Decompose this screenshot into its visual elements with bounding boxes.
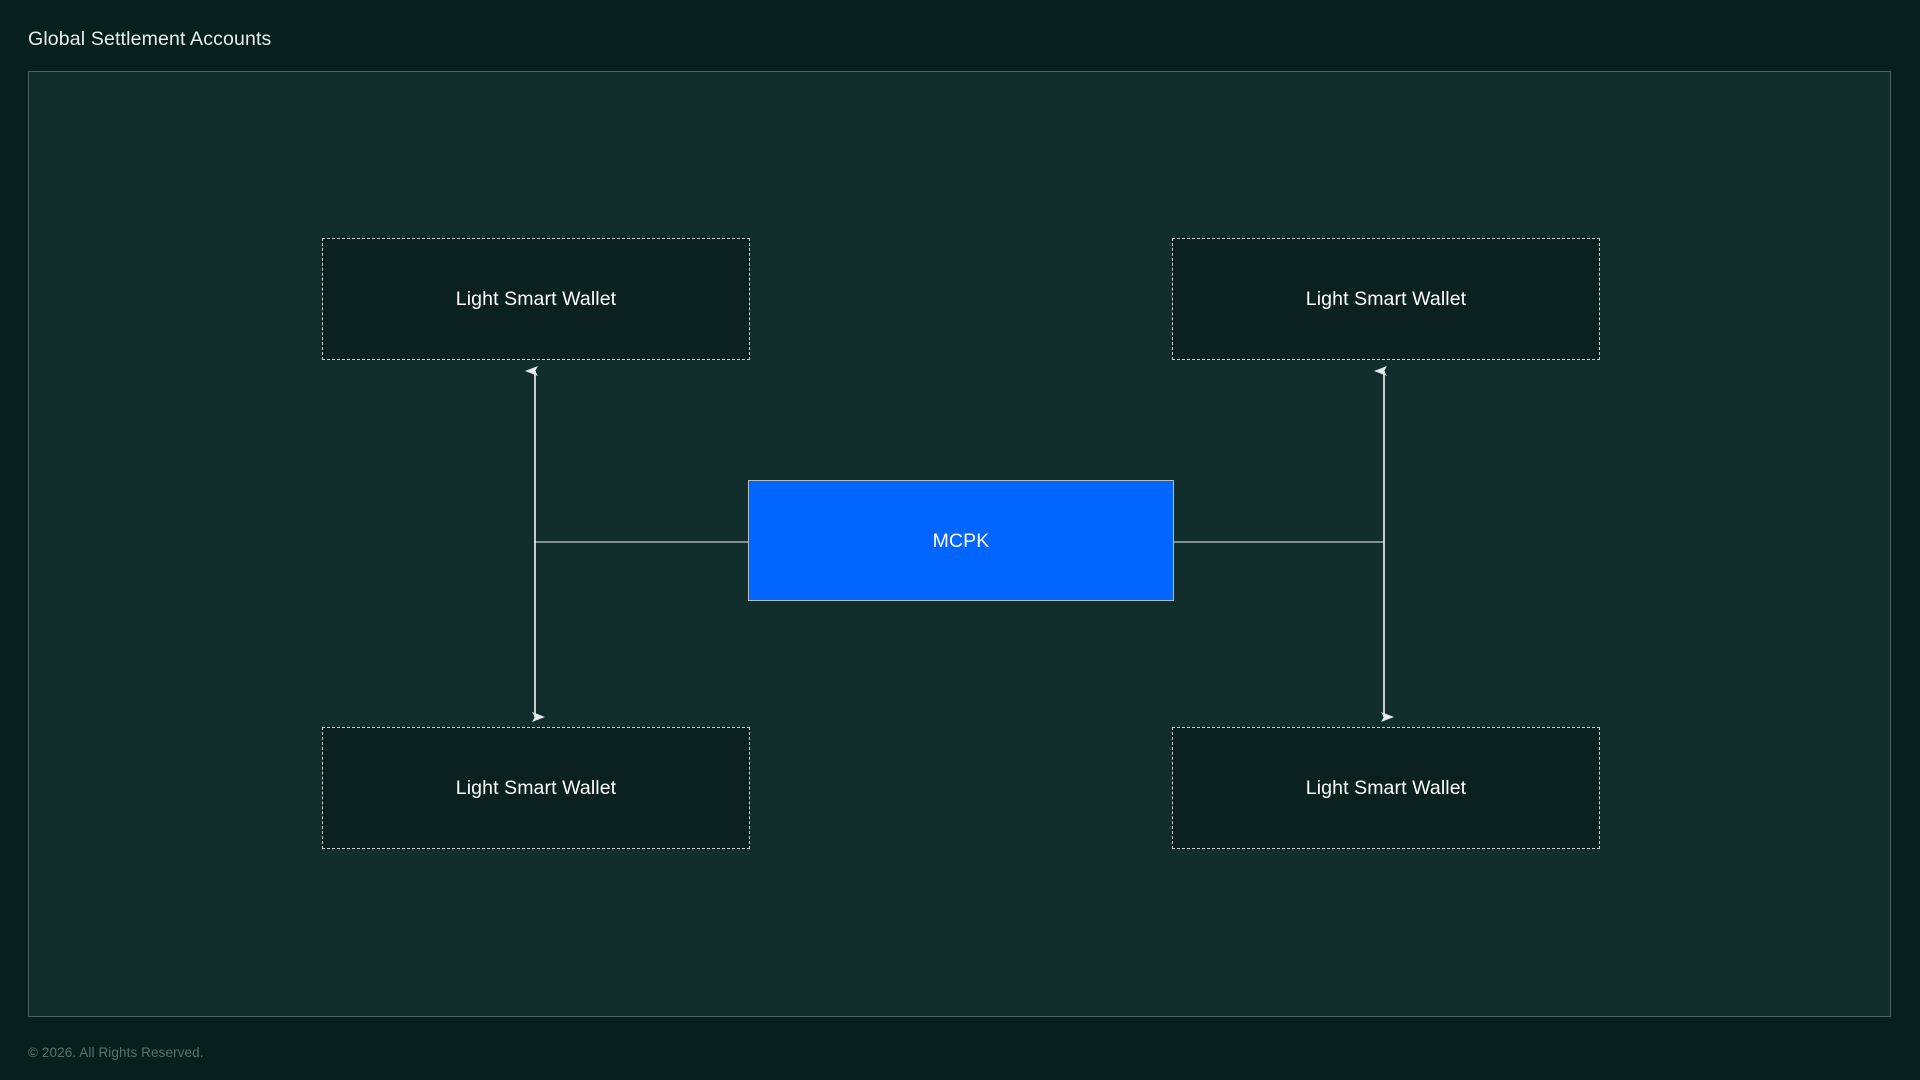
node-wallet-bottom-left[interactable]: Light Smart Wallet xyxy=(322,727,750,849)
page-title: Global Settlement Accounts xyxy=(28,28,272,50)
node-label: MCPK xyxy=(932,529,990,552)
node-wallet-bottom-right[interactable]: Light Smart Wallet xyxy=(1172,727,1600,849)
node-wallet-top-right[interactable]: Light Smart Wallet xyxy=(1172,238,1600,360)
diagram-container: Light Smart Wallet Light Smart Wallet MC… xyxy=(28,71,1891,1017)
node-label: Light Smart Wallet xyxy=(1305,288,1467,310)
node-mcpk[interactable]: MCPK xyxy=(748,480,1174,601)
footer-copyright: © 2026. All Rights Reserved. xyxy=(28,1045,204,1060)
diagram-canvas: Light Smart Wallet Light Smart Wallet MC… xyxy=(29,72,1890,1016)
node-label: Light Smart Wallet xyxy=(455,288,617,310)
node-label: Light Smart Wallet xyxy=(1305,777,1467,799)
node-wallet-top-left[interactable]: Light Smart Wallet xyxy=(322,238,750,360)
node-label: Light Smart Wallet xyxy=(455,777,617,799)
